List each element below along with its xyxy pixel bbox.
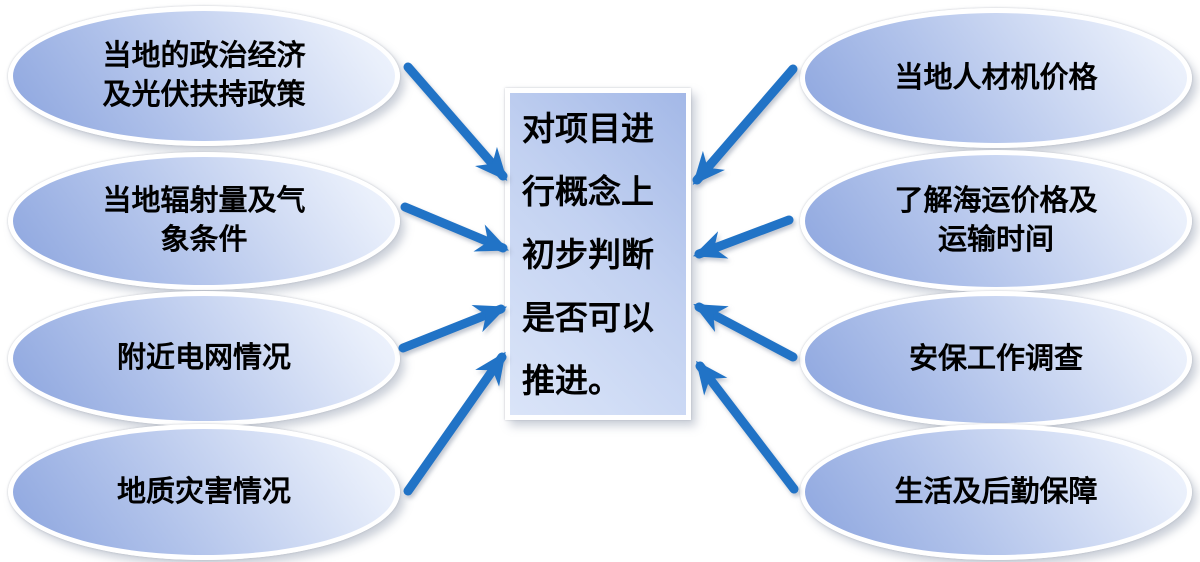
arrow-right-3-icon <box>693 302 798 362</box>
arrow-left-4-icon <box>403 351 507 496</box>
arrow-right-2-icon <box>692 215 794 259</box>
ellipse-label: 生活及后勤保障 <box>894 475 1098 508</box>
arrow-left-2-icon <box>400 202 509 253</box>
arrow-right-4-icon <box>695 360 799 494</box>
ellipse-right-logistics-support: 生活及后勤保障 <box>800 424 1192 560</box>
ellipse-label: 当地人材机价格 <box>894 61 1098 94</box>
ellipse-label: 当地的政治经济 及光伏扶持政策 <box>102 40 306 111</box>
ellipse-label: 了解海运价格及 运输时间 <box>894 185 1098 256</box>
ellipse-left-grid-condition: 附近电网情况 <box>8 291 400 426</box>
ellipse-right-labor-material-price: 当地人材机价格 <box>800 8 1192 148</box>
ellipse-left-politics-policy: 当地的政治经济 及光伏扶持政策 <box>8 6 400 146</box>
ellipse-left-radiation-weather: 当地辐射量及气 象条件 <box>8 152 400 290</box>
center-decision-box: 对项目进 行概念上 初步判断 是否可以 推进。 <box>505 88 691 420</box>
ellipse-label: 当地辐射量及气 象条件 <box>102 185 306 256</box>
center-box-text: 对项目进 行概念上 初步判断 是否可以 推进。 <box>522 109 654 399</box>
ellipse-label: 附近电网情况 <box>116 342 291 374</box>
ellipse-label: 地质灾害情况 <box>116 475 291 508</box>
arrow-left-3-icon <box>398 304 508 353</box>
ellipse-right-shipping-price-time: 了解海运价格及 运输时间 <box>800 150 1192 292</box>
ellipse-right-security-survey: 安保工作调查 <box>800 291 1192 428</box>
arrow-left-1-icon <box>403 62 508 181</box>
ellipse-left-geological-hazard: 地质灾害情况 <box>8 424 400 560</box>
ellipse-label: 安保工作调查 <box>908 343 1083 375</box>
arrow-right-1-icon <box>692 64 798 185</box>
